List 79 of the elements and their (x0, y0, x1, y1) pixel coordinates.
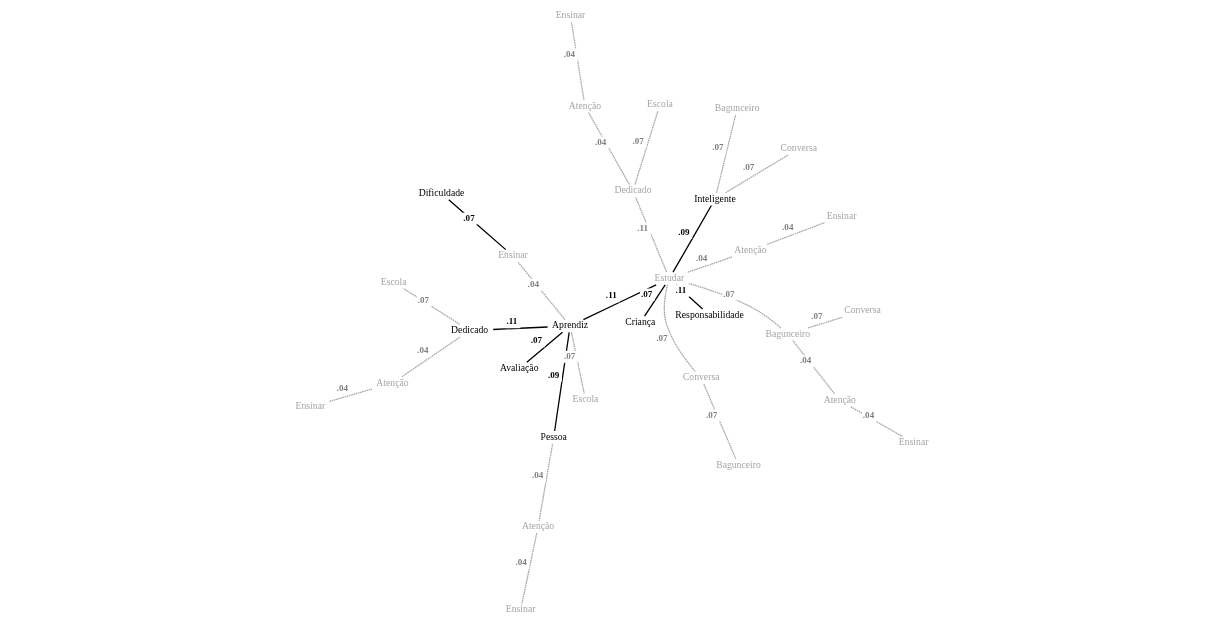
edge-label: .07 (742, 161, 755, 172)
node-text: Estudar (654, 271, 685, 283)
node-text: Conversa (844, 304, 881, 316)
edge-label: .04 (696, 252, 708, 263)
edge-label: .07 (640, 288, 653, 299)
edge-label: .07 (530, 335, 543, 346)
edge-label: .04 (515, 556, 527, 567)
node-text: Atenção (823, 393, 856, 405)
edge-label: .11 (675, 285, 687, 296)
node-text: Escola (380, 275, 407, 287)
edge-label: .07 (656, 333, 668, 344)
node-text: Ensinar (826, 209, 857, 221)
connector (492, 326, 549, 331)
edge-label: .07 (632, 135, 644, 146)
connector (570, 21, 585, 101)
edge-label: .04 (531, 470, 544, 481)
connector (401, 336, 461, 378)
connector (807, 316, 843, 329)
node-text: Conversa (682, 371, 720, 383)
connector (643, 284, 666, 317)
connector (538, 443, 554, 522)
node-text: Atenção (521, 520, 555, 532)
node-text: Ensinar (505, 603, 536, 615)
node-text: Criança (625, 316, 656, 328)
connector (448, 199, 507, 251)
connector (715, 114, 737, 194)
edge-label: .04 (417, 344, 429, 355)
connector (688, 283, 782, 329)
node-text: Bagunceiro (714, 101, 760, 113)
connector (570, 331, 585, 394)
node-text: Bagunceiro (716, 458, 761, 470)
node-text: Inteligente (694, 192, 736, 204)
node-text: Escola (647, 97, 673, 109)
connector (792, 339, 836, 395)
edge-label: .07 (705, 409, 718, 420)
edge-label: .07 (563, 350, 576, 361)
node-text: Avaliação (499, 362, 539, 374)
edge-label: .04 (563, 49, 576, 60)
node-text: Atenção (568, 99, 602, 111)
node-text: Dificuldade (418, 186, 465, 198)
edge-label: .04 (527, 279, 539, 290)
node-text: Atenção (734, 244, 767, 256)
node-text: Dedicado (614, 184, 652, 196)
edge-label: .11 (506, 316, 518, 327)
edge-label: .09 (678, 226, 690, 237)
node-text: Ensinar (295, 400, 326, 412)
connector (587, 111, 630, 186)
edge-label: .07 (463, 212, 475, 223)
node-text: Pessoa (540, 430, 567, 442)
node-text: Ensinar (498, 249, 528, 261)
node-text: Aprendiz (552, 319, 589, 331)
connector (554, 331, 570, 432)
node-text: Ensinar (555, 9, 586, 21)
connector (328, 388, 373, 402)
edge-label: .11 (605, 290, 617, 301)
node-text: Escola (572, 393, 599, 405)
node-text: Conversa (780, 142, 818, 154)
edge-label: .07 (712, 141, 724, 152)
edge-label: .07 (811, 310, 823, 321)
connector (634, 110, 659, 186)
edge-label: .07 (417, 294, 430, 305)
node-text: Dedicado (451, 323, 489, 335)
edge-label: .04 (336, 383, 348, 394)
edge-label: .04 (799, 355, 812, 366)
edge-label: .11 (637, 222, 649, 233)
edge-label: .09 (548, 369, 560, 380)
node-text: Bagunceiro (765, 327, 811, 339)
edge-label: .07 (723, 288, 735, 299)
node-text: Atenção (376, 376, 409, 388)
connector (687, 256, 733, 273)
node-text: Responsabilidade (675, 308, 744, 320)
connector (402, 287, 461, 325)
node-text: Ensinar (898, 436, 929, 448)
connector (521, 532, 538, 605)
connector (517, 261, 566, 321)
edge-label: .04 (862, 409, 875, 420)
edge-label: .04 (595, 136, 607, 147)
edge-label: .04 (782, 221, 794, 232)
connector (724, 154, 789, 194)
